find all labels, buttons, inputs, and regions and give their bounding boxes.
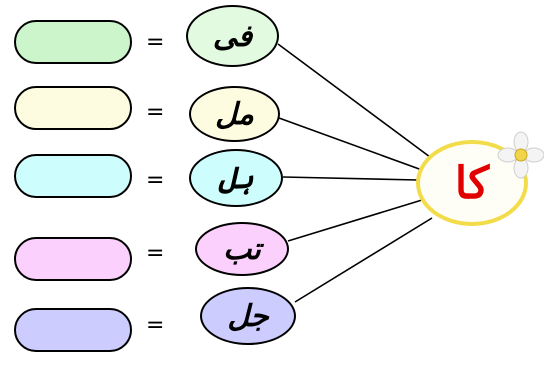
answer-box-5[interactable] [14,308,132,352]
word-oval-1: فی [186,5,279,67]
word-oval-4: تب [195,222,289,276]
word-oval-3: ہل [189,149,283,207]
word-oval-2: مل [189,86,280,142]
word-label: تب [223,231,261,267]
equals-sign: = [146,168,165,193]
equals-sign: = [146,30,165,55]
answer-box-2[interactable] [14,86,132,130]
flower-icon [497,131,544,179]
word-label: مل [215,96,254,132]
word-label: ہل [218,160,254,196]
connector-line [277,43,431,158]
connector-line [294,217,433,303]
answer-box-1[interactable] [14,20,132,64]
connector-line [287,199,423,242]
word-label: فی [212,18,253,54]
equals-sign: = [146,241,165,266]
connector-line [282,176,419,181]
equals-sign: = [146,313,165,338]
center-word-oval: کا [416,140,528,226]
answer-box-4[interactable] [14,237,132,281]
connector-line [278,117,423,171]
center-word: کا [454,157,490,209]
answer-box-3[interactable] [14,154,132,198]
equals-sign: = [146,100,165,125]
word-label: جل [227,298,269,334]
word-oval-5: جل [200,287,296,345]
